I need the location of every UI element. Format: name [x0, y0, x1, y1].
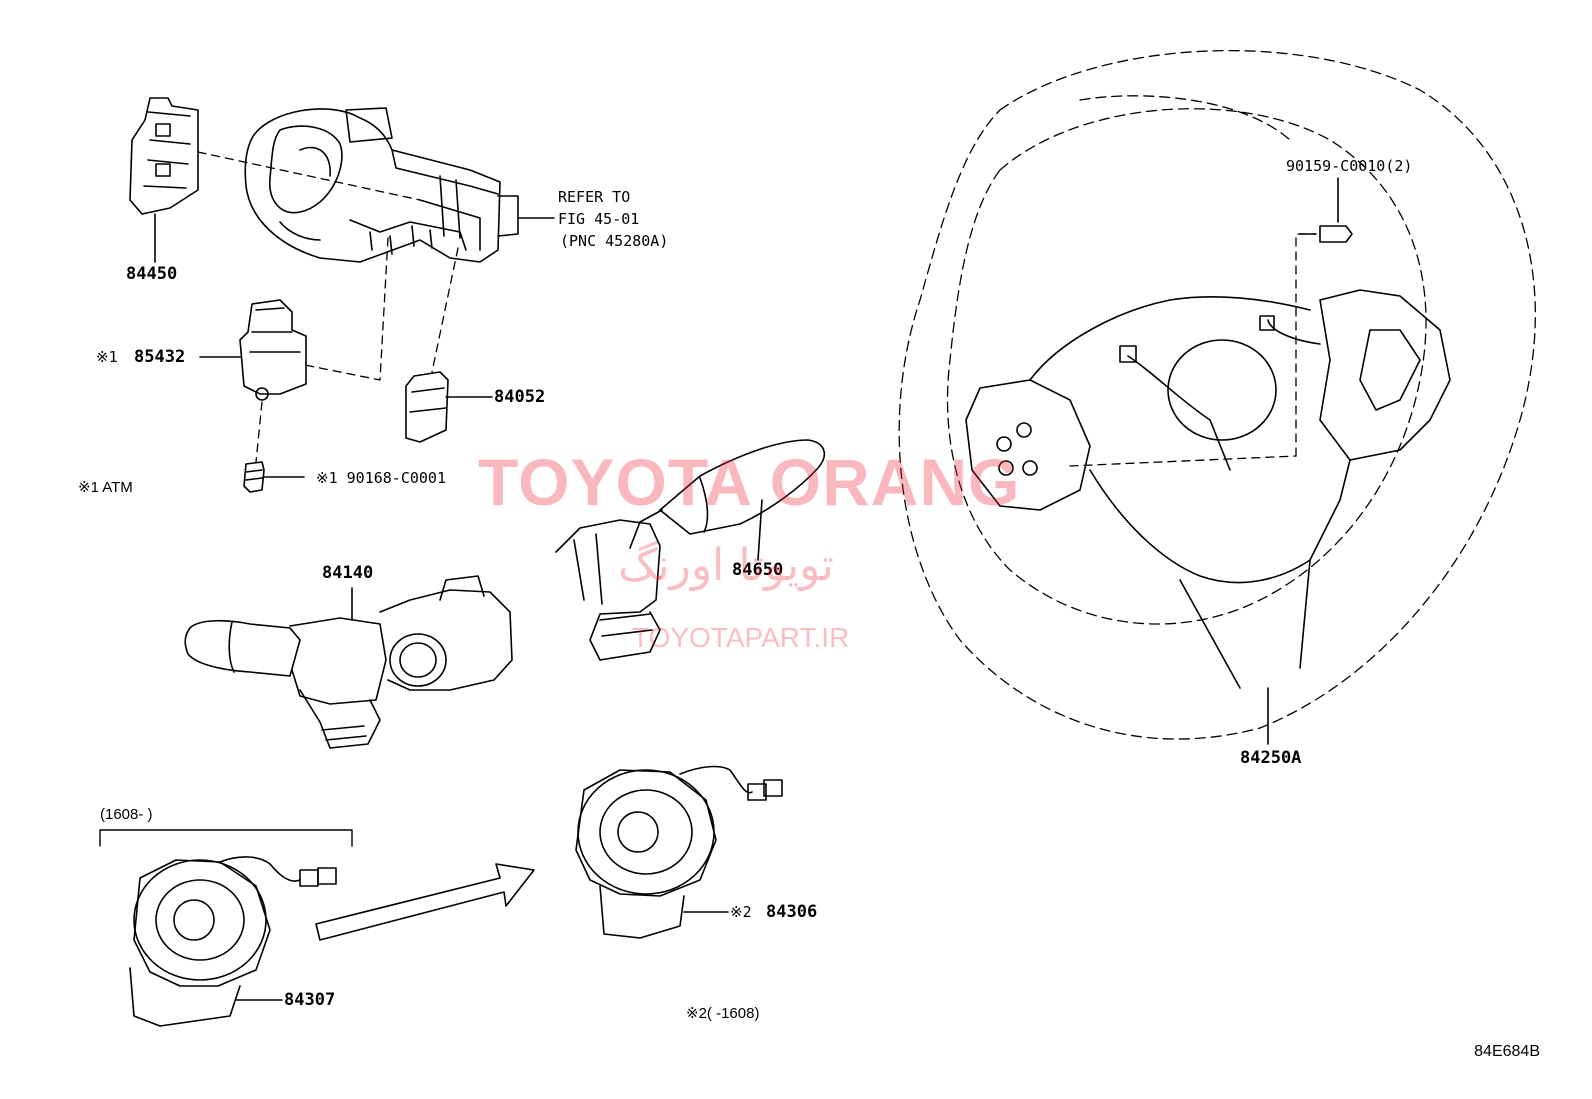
- part-84306-drawing: [575, 765, 783, 939]
- label-84052: 84052: [494, 387, 546, 407]
- label-84306: 84306: [766, 902, 818, 922]
- label-84650: 84650: [732, 560, 784, 580]
- note-atm: ※1 ATM: [78, 479, 133, 496]
- label-85432: 85432: [134, 347, 186, 367]
- label-84450: 84450: [126, 264, 178, 284]
- note-range-old: ※2( -1608): [686, 1005, 760, 1022]
- part-85432-drawing: [199, 299, 307, 463]
- part-84052-drawing: [405, 371, 493, 443]
- label-84250A: 84250A: [1240, 748, 1302, 768]
- steering-wheel-drawing: [898, 49, 1536, 745]
- diagram-code: 84E684B: [1474, 1043, 1540, 1060]
- refer-line1: REFER TO: [558, 188, 631, 206]
- refer-line3: (PNC 45280A): [560, 232, 669, 250]
- part-84450-drawing: [129, 97, 199, 263]
- part-84140-drawing: [184, 575, 513, 749]
- label-85432-mark: ※1: [96, 348, 118, 366]
- watermark-url: TOYOTAPART.IR: [632, 622, 850, 653]
- screw-90168-drawing: [243, 461, 305, 493]
- note-range-new: (1608- ): [100, 806, 153, 823]
- label-84140: 84140: [322, 563, 374, 583]
- watermark-persian: تویوتا اورنگ: [618, 540, 834, 591]
- refer-line2: FIG 45-01: [558, 210, 640, 228]
- watermark-brand: TOYOTA ORANG: [478, 445, 1021, 519]
- part-84307-drawing: [99, 829, 353, 1027]
- label-90168: ※1 90168-C0001: [316, 469, 446, 487]
- label-84307: 84307: [284, 990, 336, 1010]
- replacement-arrow: [315, 863, 535, 941]
- part-84650-drawing: [555, 439, 826, 661]
- label-84306-mark: ※2: [730, 903, 752, 921]
- label-90159: 90159-C0010(2): [1286, 157, 1413, 175]
- ignition-housing-drawing: [244, 107, 555, 263]
